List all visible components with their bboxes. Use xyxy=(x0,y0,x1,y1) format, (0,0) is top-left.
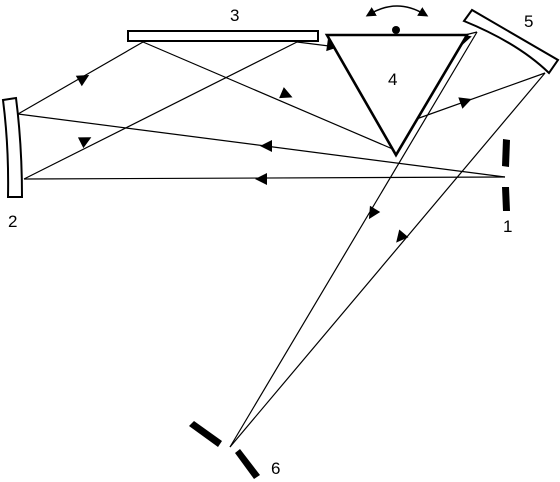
ray-prism-to-mirror5-side xyxy=(407,72,546,123)
prism xyxy=(324,33,470,158)
label-grating: 3 xyxy=(230,6,239,25)
entrance-slit xyxy=(502,139,510,211)
rotation-icon xyxy=(365,5,429,17)
slit-jaw-upper xyxy=(502,139,510,167)
mirror-left xyxy=(1,96,24,198)
ray-mirror2-to-grating-lower xyxy=(23,41,298,180)
light-rays xyxy=(17,31,546,448)
label-mirror-left: 2 xyxy=(8,212,17,231)
arrowhead-icon xyxy=(255,173,267,185)
ray-mirror5-to-exit-b xyxy=(229,72,546,448)
label-prism: 4 xyxy=(388,70,397,89)
arrowhead-icon xyxy=(75,75,90,87)
slit-jaw-lower xyxy=(235,449,260,479)
ray-grating-to-prism-crossing xyxy=(142,41,396,151)
prism-pivot xyxy=(392,26,400,34)
label-exit-slit: 6 xyxy=(271,459,280,478)
arrowhead-icon xyxy=(368,205,381,220)
arrowhead-icon xyxy=(77,137,92,149)
exit-slit xyxy=(189,421,260,479)
grating xyxy=(127,30,319,42)
arrowhead-icon xyxy=(279,87,293,99)
arrowhead-icon xyxy=(396,229,409,243)
label-entrance-slit: 1 xyxy=(503,217,512,236)
slit-jaw-upper xyxy=(189,421,222,447)
label-mirror-right: 5 xyxy=(524,12,533,31)
arrowhead-icon xyxy=(260,140,272,152)
mirror-right xyxy=(462,8,560,75)
ray-mirror5-to-exit-a xyxy=(229,31,478,448)
arrowhead-icon xyxy=(458,97,472,109)
slit-jaw-lower xyxy=(502,187,510,211)
